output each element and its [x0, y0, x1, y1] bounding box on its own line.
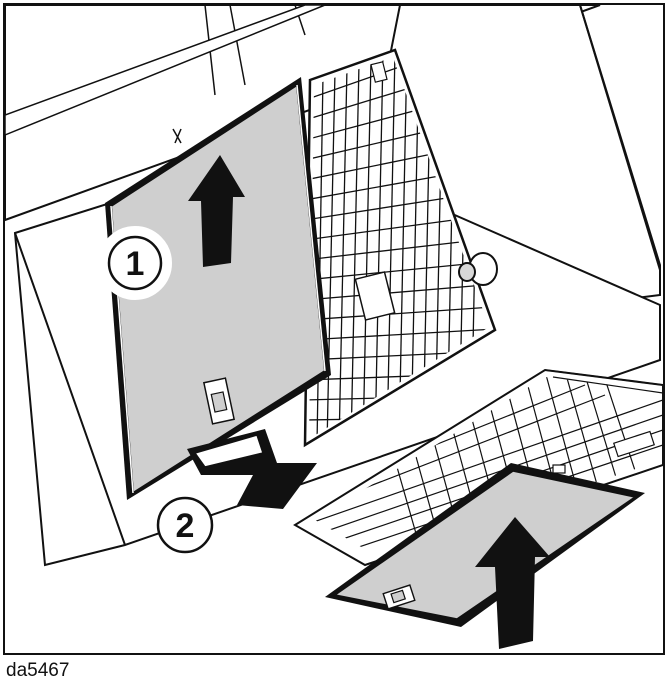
filter-panel-upper — [105, 77, 331, 500]
illustration-frame: 1 2 — [3, 3, 665, 655]
arrow-up-icon — [188, 155, 245, 267]
figure-caption: da5467 — [6, 660, 70, 681]
arrow-up-icon — [475, 517, 550, 649]
filter-latch-upper — [202, 377, 236, 425]
step-1-marker: 1 — [98, 226, 172, 300]
filter-latch-lower — [382, 584, 416, 610]
filter-panel-lower — [325, 463, 645, 627]
step-1-number: 1 — [126, 245, 145, 283]
lamp-knob — [458, 252, 498, 286]
step-2-marker: 2 — [156, 496, 214, 554]
filter-removal-diagram: 1 2 — [5, 5, 663, 649]
arrow-down-icon — [187, 429, 317, 509]
step-2-number: 2 — [176, 507, 195, 545]
